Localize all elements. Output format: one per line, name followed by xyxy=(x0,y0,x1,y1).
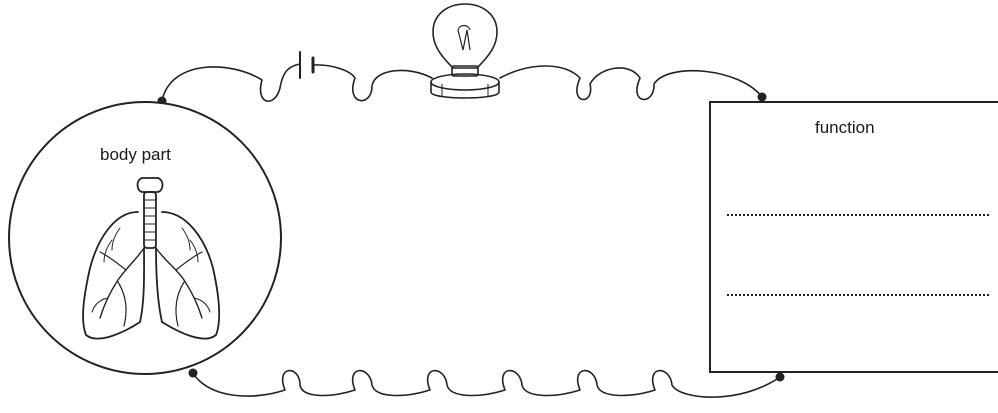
lungs-icon xyxy=(82,177,221,340)
function-label: function xyxy=(815,118,875,137)
function-box xyxy=(709,101,998,373)
top-wire-right xyxy=(499,65,763,101)
junction-dot-bottom-left xyxy=(188,368,198,378)
answer-line-1[interactable] xyxy=(727,214,989,216)
top-wire-middle xyxy=(312,64,433,102)
light-bulb-icon xyxy=(430,3,500,99)
top-wire-left xyxy=(161,63,301,102)
junction-dot-top-right xyxy=(757,92,767,102)
answer-line-2[interactable] xyxy=(727,294,989,296)
body-part-label: body part xyxy=(100,145,171,164)
junction-dot-bottom-right xyxy=(775,372,785,382)
body-part-circle xyxy=(8,101,282,375)
battery-cell-icon xyxy=(299,51,315,79)
bottom-wire xyxy=(191,369,781,398)
